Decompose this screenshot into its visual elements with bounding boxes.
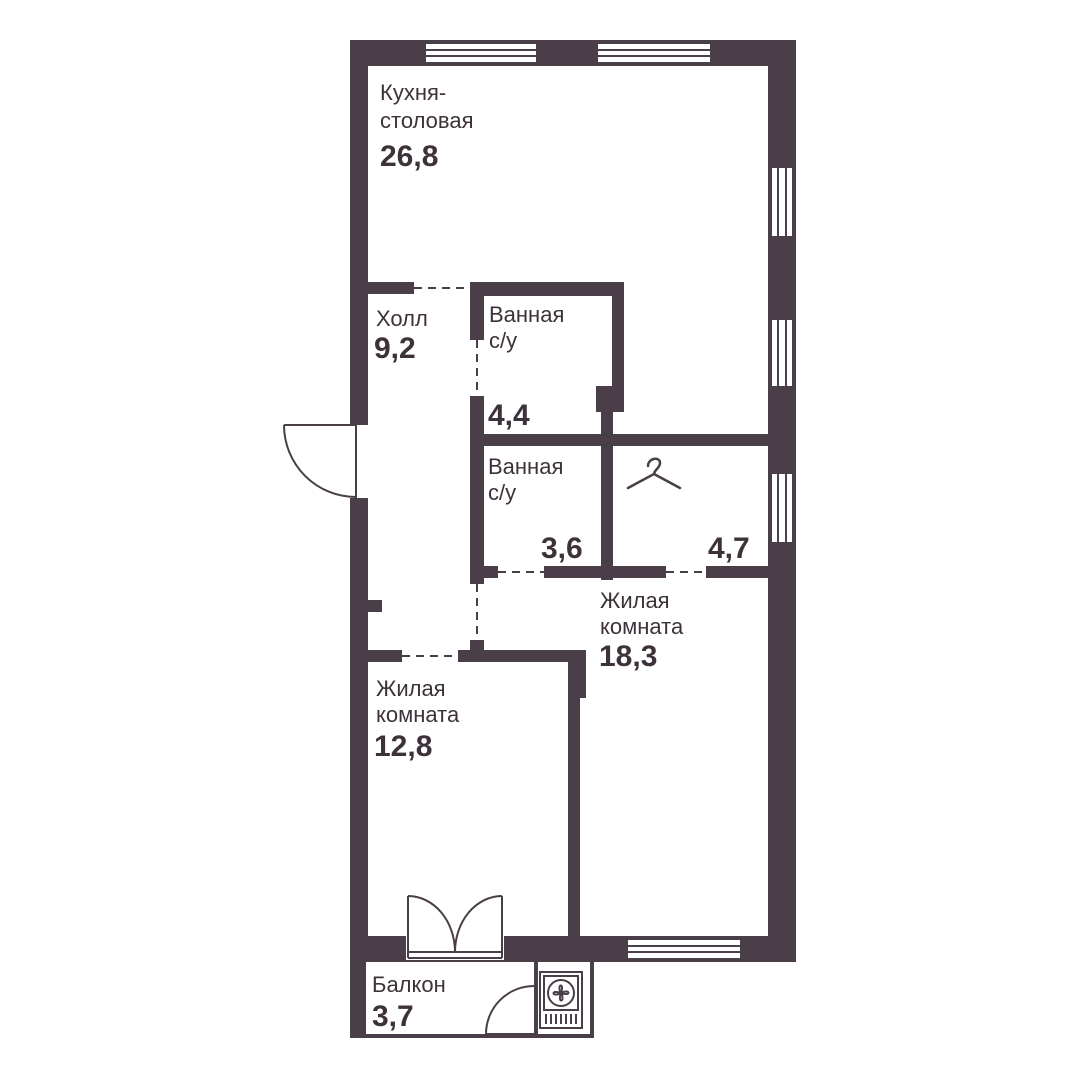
room-name-line: Ванная <box>488 454 563 479</box>
room-name-line: с/у <box>488 480 516 505</box>
window-right-2 <box>772 320 792 386</box>
wall-kitchen-hall <box>368 282 414 294</box>
balcony <box>350 962 594 1038</box>
balcony-small-door-icon <box>485 985 535 1035</box>
room-name-line: Холл <box>376 306 428 331</box>
window-right-3 <box>772 474 792 542</box>
room-area: 3,7 <box>372 1000 414 1033</box>
label-kitchen: Кухня- столовая 26,8 <box>380 80 474 173</box>
room-name-line: Балкон <box>372 972 446 997</box>
room-area: 4,4 <box>488 399 530 432</box>
room-area: 9,2 <box>374 332 416 365</box>
outer-wall-left-lower <box>350 498 368 962</box>
walls <box>350 40 796 962</box>
room-name-line: Жилая <box>376 676 446 701</box>
balcony-door-icon <box>406 894 504 960</box>
label-balcony: Балкон 3,7 <box>372 972 446 1033</box>
wall-bath1-bath2 <box>470 434 768 446</box>
label-bath1: Ванная с/у 4,4 <box>488 302 564 432</box>
room-name-line: комната <box>600 614 684 639</box>
wall-bath2-bottom-mid <box>544 566 666 578</box>
room-name-line: с/у <box>489 328 517 353</box>
wall-corner-post <box>470 640 484 662</box>
wall-bath-left <box>470 396 484 584</box>
label-bath2: Ванная с/у 3,6 <box>488 454 583 565</box>
ventilation-fan-icon <box>539 971 583 1029</box>
window-top-1 <box>426 44 536 62</box>
wall-bath2-wardrobe <box>601 412 613 580</box>
wall-hall-living2-right <box>458 650 586 662</box>
windows <box>426 44 792 958</box>
room-area: 3,6 <box>541 532 583 565</box>
outer-wall-top <box>350 40 796 66</box>
room-area: 26,8 <box>380 140 438 173</box>
wall-bath1-notch <box>596 386 624 412</box>
hanger-icon <box>626 457 682 490</box>
entrance-door-icon <box>283 424 357 498</box>
room-area: 12,8 <box>374 730 432 763</box>
balcony-rail-inner <box>534 962 538 1038</box>
room-name-line: Кухня- <box>380 80 446 105</box>
wall-stub <box>368 600 382 612</box>
label-living2: Жилая комната 12,8 <box>374 676 460 763</box>
wall-bath1-left-top <box>470 282 484 340</box>
room-name-line: Жилая <box>600 588 670 613</box>
wall-bath1-right <box>612 282 624 412</box>
room-name-line: Ванная <box>489 302 564 327</box>
room-name-line: столовая <box>380 108 474 133</box>
openings <box>402 287 706 657</box>
outer-wall-left-upper <box>350 40 368 425</box>
room-area: 4,7 <box>708 532 750 565</box>
window-top-2 <box>598 44 710 62</box>
window-right-1 <box>772 168 792 236</box>
wall-wardrobe-bottom <box>706 566 768 578</box>
wall-hall-living2-left <box>368 650 402 662</box>
label-hall: Холл 9,2 <box>374 306 428 365</box>
wall-living-partition <box>568 650 580 936</box>
window-bottom <box>628 940 740 958</box>
balcony-wall-left <box>350 962 366 1038</box>
balcony-rail-right <box>590 962 594 1038</box>
room-area: 18,3 <box>599 640 657 673</box>
room-name-line: комната <box>376 702 460 727</box>
wall-bath2-bottom <box>470 566 498 578</box>
label-wardrobe: 4,7 <box>708 532 750 565</box>
label-living1: Жилая комната 18,3 <box>599 588 684 673</box>
wall-bath1-top <box>470 282 624 296</box>
balcony-rail-bottom <box>366 1034 594 1038</box>
